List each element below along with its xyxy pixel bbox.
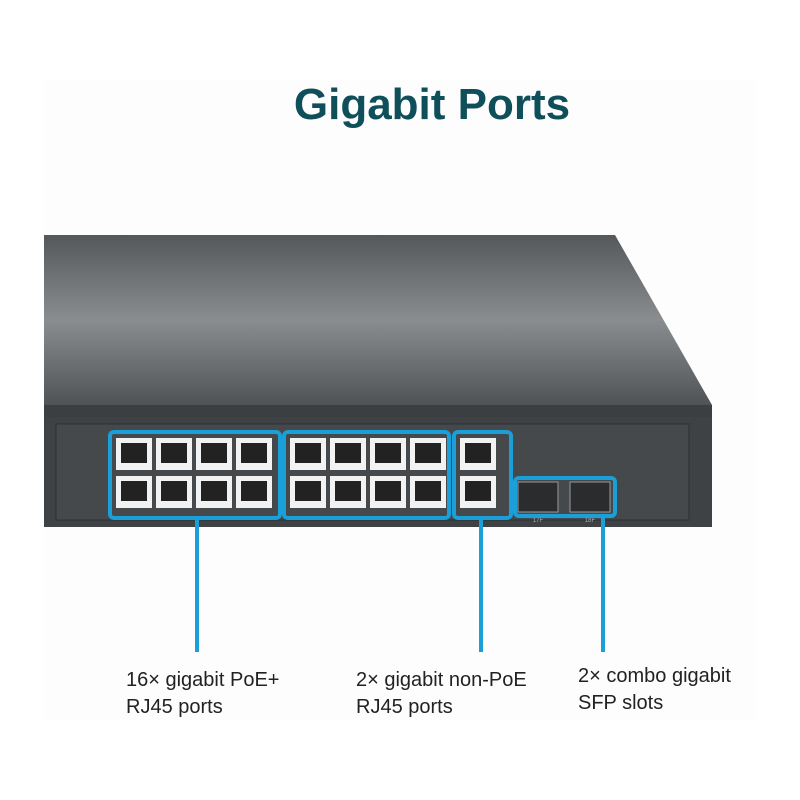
rj45-jack <box>161 481 187 501</box>
callout-nonpoe-ports: 2× gigabit non-PoE RJ45 ports <box>356 667 527 721</box>
rj45-ports <box>116 438 496 508</box>
callout-text: 2× combo gigabit <box>578 665 731 687</box>
rj45-jack <box>241 443 267 463</box>
rj45-jack <box>161 443 187 463</box>
rj45-jack <box>375 481 401 501</box>
rj45-jack <box>375 443 401 463</box>
callout-text: RJ45 ports <box>356 696 453 718</box>
callout-highlights <box>108 430 617 652</box>
switch-lip <box>44 405 712 417</box>
rj45-jack <box>295 443 321 463</box>
sfp-label-18f: 18F <box>585 518 596 524</box>
rj45-jack <box>201 443 227 463</box>
callout-text: 2× gigabit non-PoE <box>356 669 527 691</box>
callout-text: 16× gigabit PoE+ <box>126 669 280 691</box>
rj45-jack <box>465 481 491 501</box>
rj45-jack <box>121 443 147 463</box>
rj45-jack <box>241 481 267 501</box>
rj45-jack <box>201 481 227 501</box>
callout-text: SFP slots <box>578 692 664 714</box>
rj45-jack <box>295 481 321 501</box>
callout-sfp-slots: 2× combo gigabit SFP slots <box>578 663 731 717</box>
rj45-jack <box>121 481 147 501</box>
sfp-label-17f: 17F <box>533 518 544 524</box>
callout-text: RJ45 ports <box>126 696 223 718</box>
rj45-jack <box>335 481 361 501</box>
callout-poe-ports: 16× gigabit PoE+ RJ45 ports <box>126 667 279 721</box>
switch-top <box>44 235 712 405</box>
rj45-jack <box>465 443 491 463</box>
sfp-slots: 17F 18F <box>517 481 611 524</box>
page-title: Gigabit Ports <box>293 80 571 129</box>
rj45-jack <box>415 481 441 501</box>
rj45-jack <box>415 443 441 463</box>
rj45-jack <box>335 443 361 463</box>
